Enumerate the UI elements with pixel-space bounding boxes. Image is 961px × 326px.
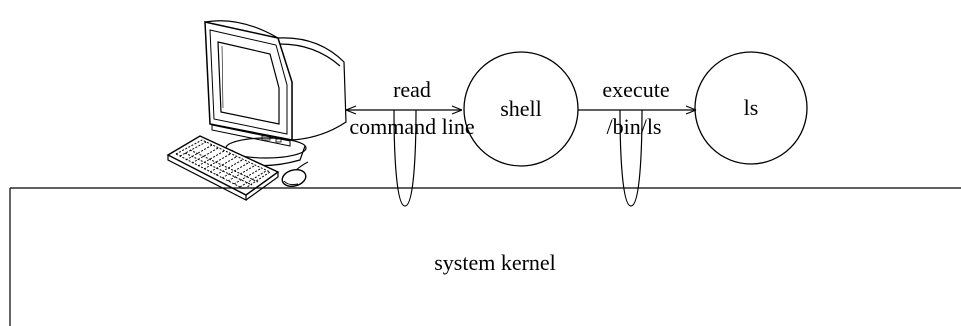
kernel-box bbox=[9, 187, 961, 326]
shell-process bbox=[463, 51, 579, 167]
command-line-label: command line bbox=[349, 114, 474, 139]
kernel-label: system kernel bbox=[434, 250, 556, 275]
shell-label: shell bbox=[500, 96, 542, 121]
read-connector bbox=[345, 105, 463, 207]
bin-ls-label: /bin/ls bbox=[606, 114, 661, 139]
execute-connector bbox=[578, 105, 697, 207]
ls-process bbox=[694, 51, 808, 165]
read-label: read bbox=[393, 77, 431, 102]
mouse-icon bbox=[281, 161, 309, 188]
keyboard-icon bbox=[166, 135, 280, 201]
computer-monitor-icon bbox=[204, 20, 347, 167]
execute-label: execute bbox=[602, 77, 669, 102]
ls-label: ls bbox=[744, 95, 759, 120]
